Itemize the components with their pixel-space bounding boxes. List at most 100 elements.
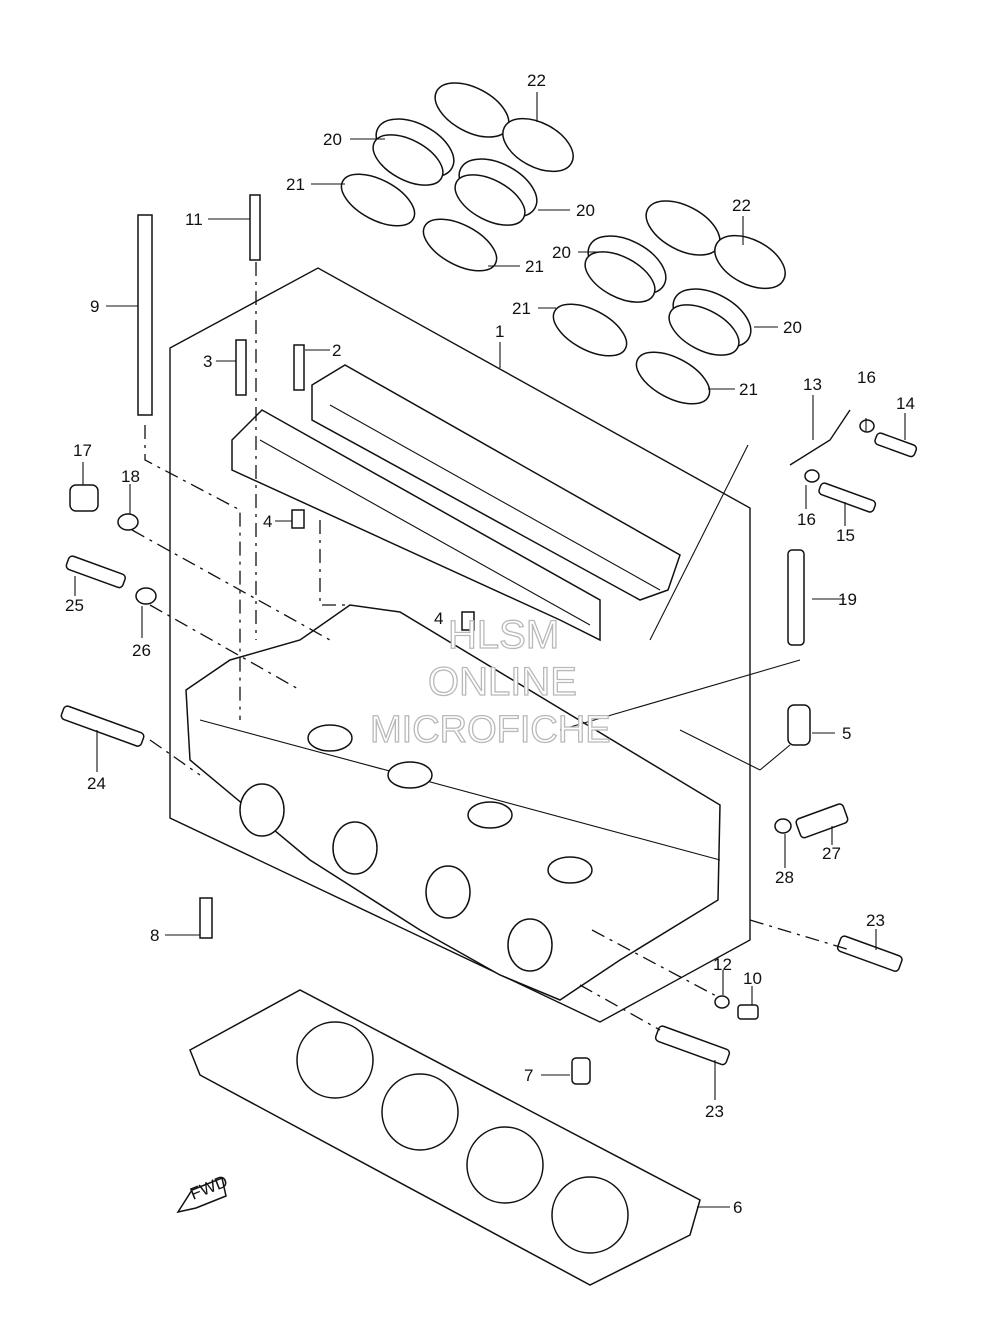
gasket-bore-2 [381, 1073, 459, 1151]
dowel-7 [571, 1057, 591, 1085]
locator-washer-18 [131, 529, 331, 641]
part-5 [787, 704, 811, 746]
dowel-4b [461, 611, 475, 631]
callout-1: 1 [495, 322, 504, 341]
boot-20-b-ring [454, 174, 526, 226]
clamp-21-a [340, 173, 416, 227]
intake-boots-group [340, 82, 786, 405]
washer-12 [714, 995, 730, 1009]
washer-26 [135, 587, 157, 605]
callout-21: 21 [286, 175, 305, 194]
clamp-21-b [422, 218, 498, 272]
callout-27: 27 [822, 844, 841, 863]
watermark-line-1: HLSM [448, 613, 559, 657]
washer-18 [117, 513, 139, 531]
callout-21: 21 [512, 299, 531, 318]
bolt-14 [874, 432, 918, 458]
valve-pocket-3 [467, 801, 513, 829]
cam-housing-upper-rail [311, 364, 681, 601]
clamp-21-d [635, 351, 711, 405]
exhaust-port-4 [507, 918, 553, 972]
callout-22: 22 [527, 71, 546, 90]
callout-18: 18 [121, 467, 140, 486]
callout-8: 8 [150, 926, 159, 945]
callout-3: 3 [203, 352, 212, 371]
plug-17 [69, 484, 99, 512]
bolt-23a [836, 935, 903, 972]
bolt-10 [737, 1004, 759, 1020]
gasket-bore-4 [551, 1176, 629, 1254]
fwd-arrow-shape [176, 1176, 227, 1214]
locator-bolt-23b [579, 984, 661, 1031]
callout-2: 2 [332, 341, 341, 360]
watermark: HLSM ONLINE MICROFICHE [369, 612, 611, 751]
dowel-4a [291, 509, 305, 529]
callout-4: 4 [263, 512, 272, 531]
locator-washer-12 [591, 929, 721, 999]
washer-28 [774, 818, 792, 834]
exhaust-port-1 [239, 783, 285, 837]
callout-16: 16 [797, 510, 816, 529]
boot-20-a-ring [372, 134, 444, 186]
callout-13: 13 [803, 375, 822, 394]
bolt-23b [654, 1025, 731, 1066]
callout-25: 25 [65, 596, 84, 615]
exhaust-port-3 [425, 865, 471, 919]
spark-plug-19 [787, 549, 805, 646]
bolt-8 [199, 897, 213, 939]
locator-bolt-23a [749, 919, 851, 951]
cam-housing-lower-rail [231, 409, 601, 642]
bolt-9 [137, 214, 153, 416]
callout-22: 22 [732, 196, 751, 215]
cam-housing-edge-a [259, 439, 591, 626]
head-gasket [189, 989, 701, 1286]
bolt-2 [293, 344, 305, 391]
clamp-21-c [552, 303, 628, 357]
washer-16a [859, 419, 875, 433]
callout-26: 26 [132, 641, 151, 660]
valve-pocket-4 [547, 856, 593, 884]
callout-21: 21 [739, 380, 758, 399]
locator-lines [131, 262, 851, 1031]
pipe-13 [789, 409, 851, 466]
boot-20-c-ring [584, 251, 656, 303]
callout-24: 24 [87, 774, 106, 793]
clamp-22-upper-b [502, 117, 574, 173]
callout-14: 14 [896, 394, 915, 413]
callout-20: 20 [323, 130, 342, 149]
callout-6: 6 [733, 1198, 742, 1217]
callout-20: 20 [783, 318, 802, 337]
leader-lines [74, 92, 906, 1208]
small-parts [60, 194, 918, 1085]
cylinder-head-body [185, 604, 721, 1001]
valve-pocket-1 [307, 724, 353, 752]
cam-housing-edge-b [329, 404, 661, 591]
exhaust-port-2 [332, 821, 378, 875]
callout-11: 11 [185, 210, 203, 229]
callout-4: 4 [434, 609, 443, 628]
head-edge [199, 719, 721, 861]
callout-20: 20 [552, 243, 571, 262]
bolt-11 [249, 194, 261, 261]
watermark-line-2: ONLINE [428, 660, 577, 704]
sensor-27 [795, 803, 849, 839]
callout-21: 21 [525, 257, 544, 276]
clamp-22-lower-b [714, 234, 786, 290]
watermark-line-3: MICROFICHE [370, 709, 611, 751]
bolt-24 [60, 705, 145, 747]
callout-19: 19 [838, 590, 857, 609]
locator-bolt-24 [149, 739, 201, 776]
head-casting [185, 604, 721, 1001]
cylinder-head-frame [169, 267, 751, 1023]
fwd-arrow: FWD [176, 1172, 230, 1214]
valve-pocket-2 [387, 761, 433, 789]
callout-12: 12 [713, 955, 732, 974]
locator-dowel-4a [319, 520, 350, 606]
gasket-bore-3 [466, 1126, 544, 1204]
callout-28: 28 [775, 868, 794, 887]
callout-9: 9 [90, 297, 99, 316]
callout-10: 10 [743, 969, 762, 988]
callout-17: 17 [73, 441, 92, 460]
